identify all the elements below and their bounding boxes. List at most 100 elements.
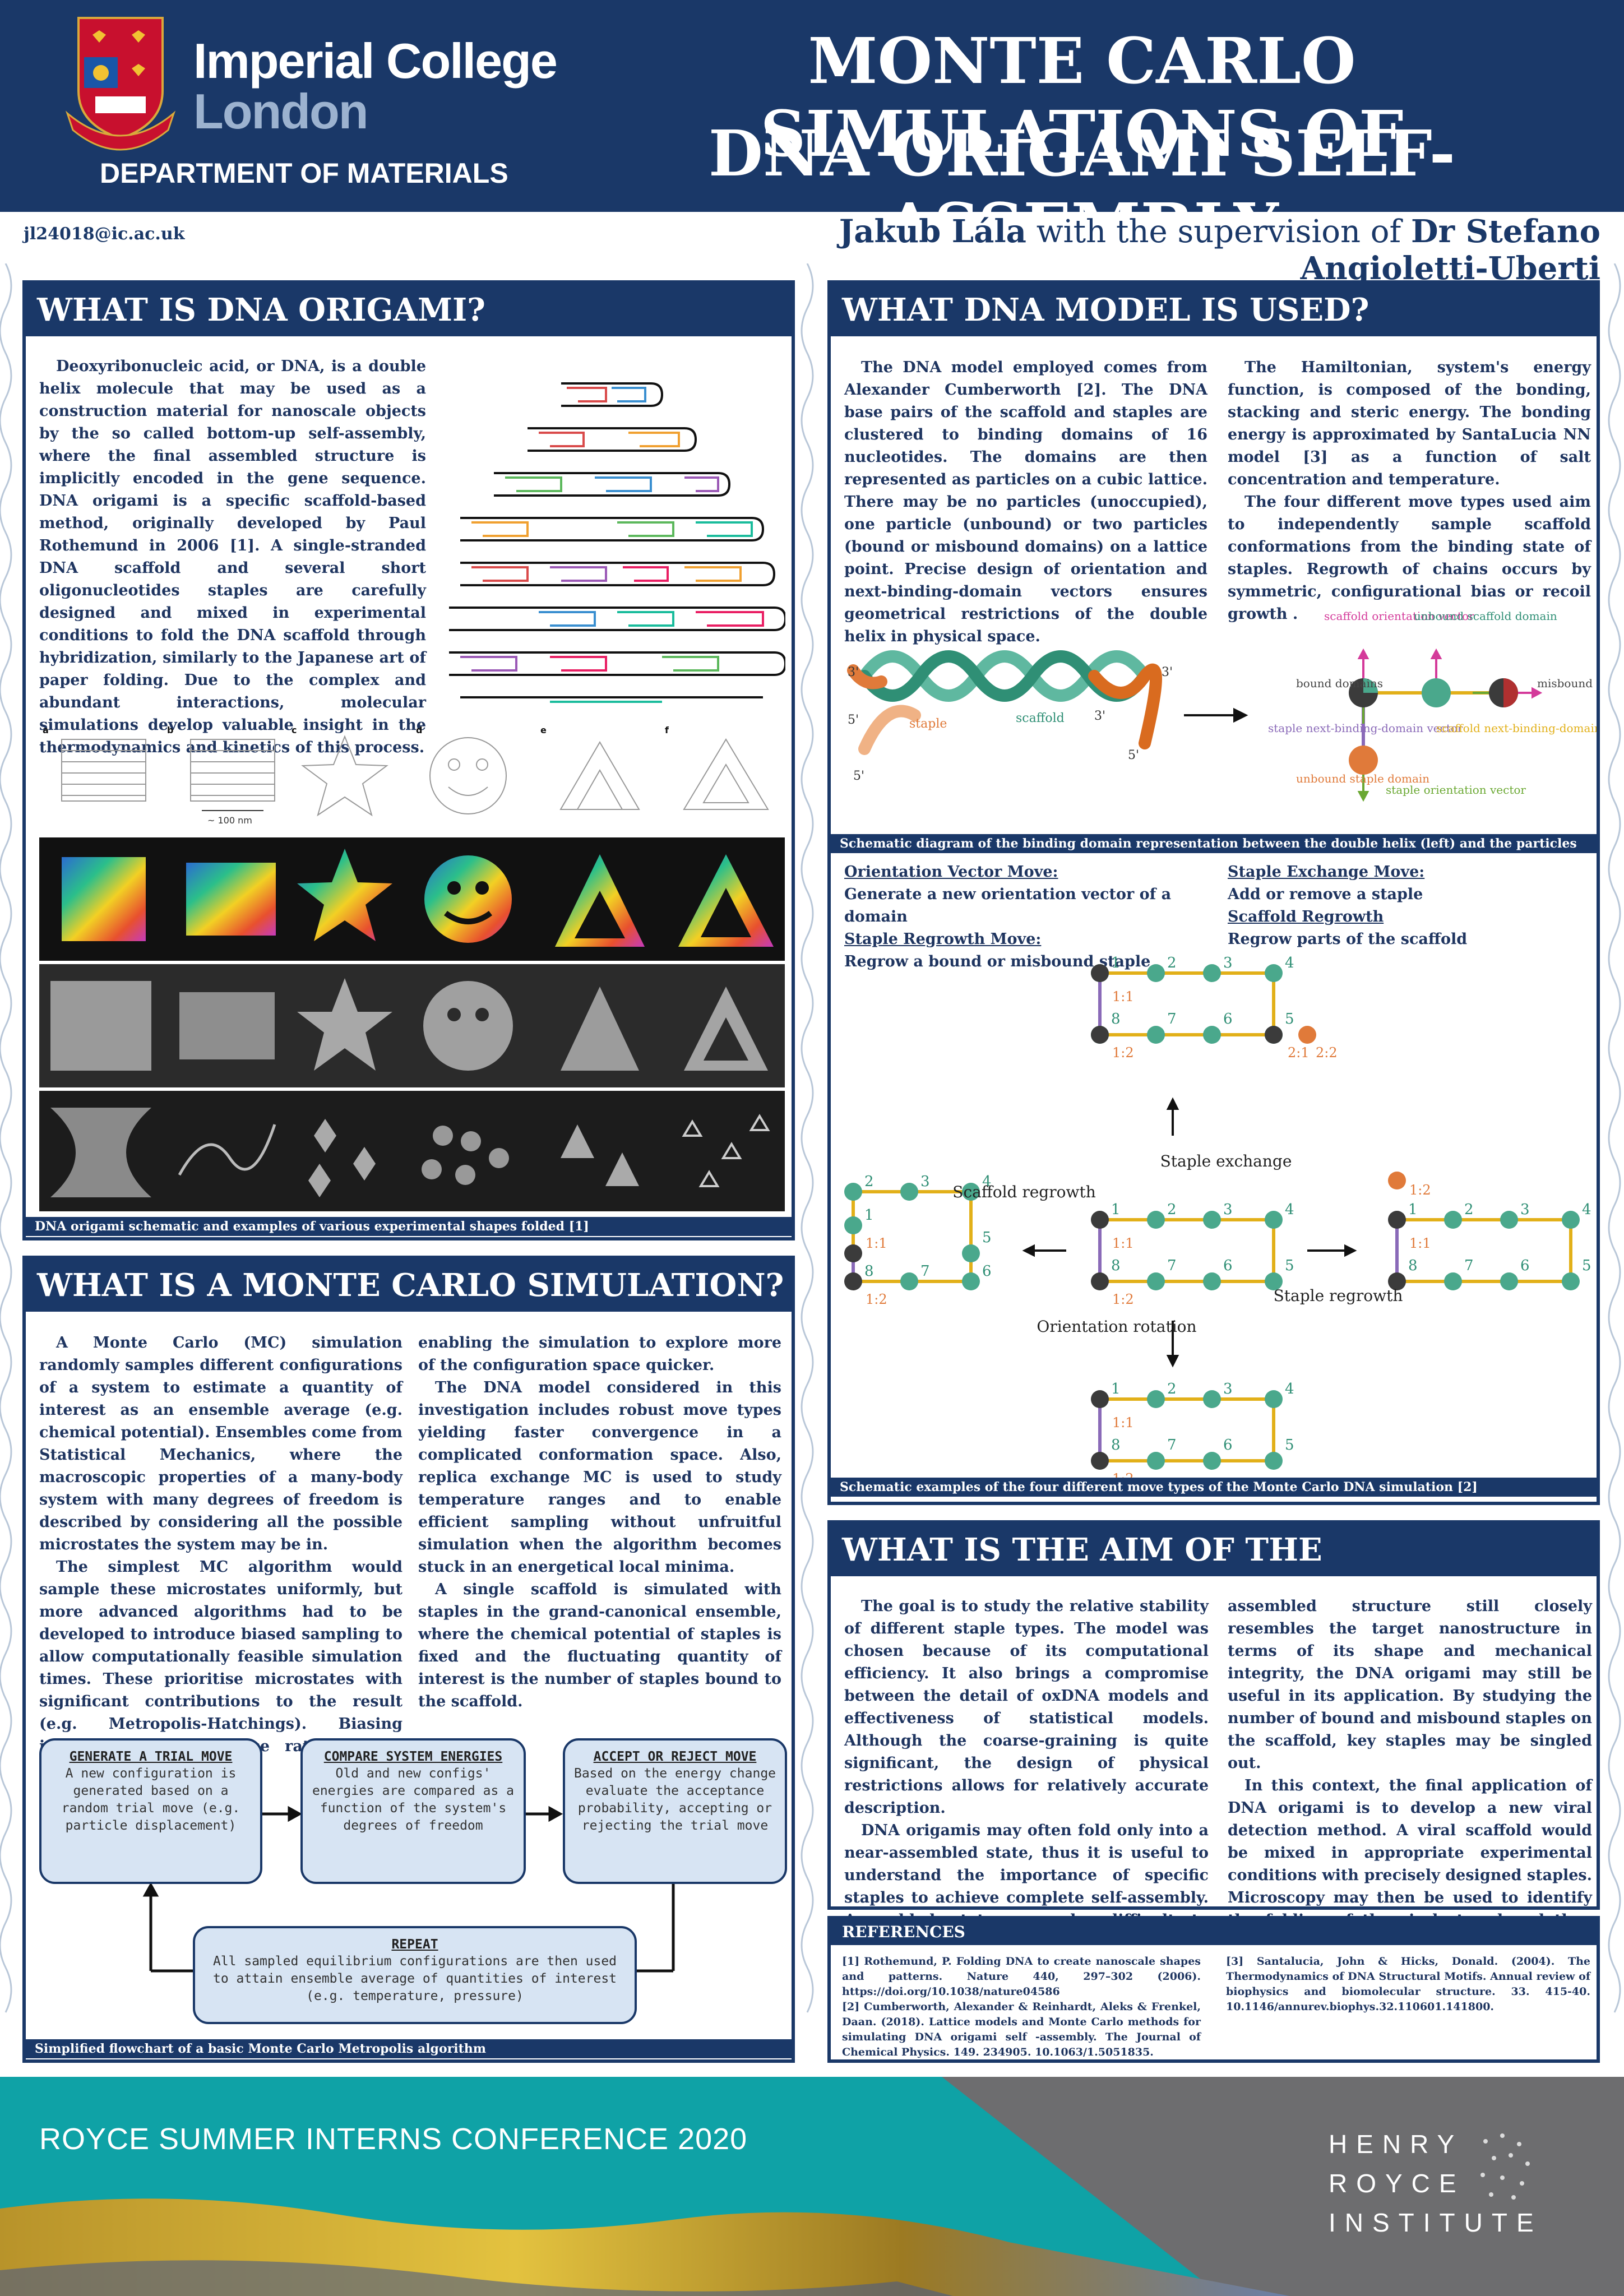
aim-panel: WHAT IS THE AIM OF THE INVESTIGATION? Th… (827, 1520, 1600, 1951)
montecarlo-col1: A Monte Carlo (MC) simulation randomly s… (39, 1332, 402, 1780)
montecarlo-caption: Simplified flowchart of a basic Monte Ca… (26, 2039, 792, 2058)
arrow-label-scaffold-regrowth: Scaffold regrowth (952, 1183, 1095, 1201)
model-col2: The Hamiltonian, system's energy functio… (1228, 357, 1591, 626)
model-col1-p1: The DNA model employed comes from Alexan… (844, 359, 1207, 645)
moves-right: Staple Exchange Move: Add or remove a st… (1228, 861, 1592, 951)
node-5: 5 (1285, 1437, 1294, 1453)
node-7: 7 (920, 1263, 930, 1280)
node-4: 4 (1285, 1201, 1294, 1218)
model-heading: WHAT DNA MODEL IS USED? (831, 284, 1597, 336)
node-7: 7 (1167, 1257, 1177, 1274)
node-3: 3 (1223, 1381, 1233, 1397)
flow-repeat-box: REPEAT All sampled equilibrium configura… (193, 1926, 637, 2024)
node-8: 8 (1111, 1437, 1121, 1453)
node-7: 7 (1464, 1257, 1474, 1274)
origami-scaffold-diagram (449, 382, 785, 703)
references-col2: [3] Santalucia, John & Hicks, Donald. (2… (1226, 1954, 1590, 2015)
author-name: Jakub Lála (839, 213, 1026, 250)
references-heading: REFERENCES (831, 1919, 1597, 1945)
move-staple-regrowth-title: Staple Regrowth Move: (844, 931, 1042, 948)
ratio-1-1: 1:1 (1409, 1235, 1431, 1251)
montecarlo-heading: WHAT IS A MONTE CARLO SIMULATION? (26, 1259, 792, 1312)
reference-3: [3] Santalucia, John & Hicks, Donald. (2… (1226, 1955, 1590, 2013)
node-6: 6 (1223, 1011, 1233, 1027)
node-5: 5 (982, 1229, 992, 1246)
move-scaffold-regrowth-text: Regrow parts of the scaffold (1228, 931, 1468, 948)
left-dna-strip (0, 263, 12, 2013)
node-2: 2 (1464, 1201, 1474, 1218)
aim-col1: The goal is to study the relative stabil… (844, 1595, 1209, 1954)
ratio-1-1: 1:1 (1112, 1415, 1134, 1431)
royce-line-1: HENRY (1329, 2130, 1464, 2159)
reference-2: [2] Cumberworth, Alexander & Reinhardt, … (842, 2001, 1201, 2058)
origami-text: Deoxyribonucleic acid, or DNA, is a doub… (39, 355, 426, 759)
node-2: 2 (1167, 1201, 1177, 1218)
ratio-1-1: 1:1 (1112, 989, 1134, 1004)
node-4: 4 (1285, 955, 1294, 971)
origami-panel: WHAT IS DNA ORIGAMI? Deoxyribonucleic ac… (22, 280, 795, 1240)
node-2: 2 (1167, 955, 1177, 971)
authors-line: Jakub Lála with the supervision of Dr St… (650, 213, 1600, 287)
department-label: DEPARTMENT OF MATERIALS (100, 158, 508, 189)
flow-accept-title: ACCEPT OR REJECT MOVE (593, 1749, 757, 1764)
montecarlo-panel: WHAT IS A MONTE CARLO SIMULATION? A Mont… (22, 1256, 795, 2063)
panel-letter-f: f (665, 725, 669, 735)
node-7: 7 (1167, 1437, 1177, 1453)
panel-letter-e: e (540, 725, 547, 735)
ratio-1-2: 1:2 (1112, 1045, 1134, 1061)
ratio-2-2: 2:2 (1316, 1045, 1338, 1061)
poster-title-line1: MONTE CARLO SIMULATIONS OF (760, 25, 1404, 171)
node-3: 3 (1223, 1201, 1233, 1218)
label-scaffold-orientation: scaffold orientation vector (1324, 609, 1474, 623)
right-dna-strip (1608, 263, 1621, 2013)
royce-line-2: ROYCE (1329, 2169, 1465, 2198)
node-3: 3 (920, 1173, 930, 1190)
move-scaffold-regrowth-title: Scaffold Regrowth (1228, 908, 1384, 925)
node-8: 8 (1111, 1257, 1121, 1274)
node-4: 4 (1582, 1201, 1591, 1218)
node-1: 1 (1408, 1201, 1418, 1218)
header-banner (0, 0, 1624, 212)
panel-letter-d: d (416, 725, 422, 735)
node-2: 2 (864, 1173, 874, 1190)
footer-grey-block (942, 2077, 1624, 2296)
move-orientation-title: Orientation Vector Move: (844, 863, 1058, 881)
logo-text-london: London (193, 84, 369, 139)
ratio-1-2: 1:2 (1112, 1292, 1134, 1307)
label-unbound-scaffold: unbound scaffold domain (1414, 609, 1557, 623)
node-4: 4 (1285, 1381, 1294, 1397)
ratio-1-2: 1:2 (1112, 1471, 1134, 1478)
node-6: 6 (1223, 1437, 1233, 1453)
origami-afm-images-2 (39, 1091, 785, 1211)
node-6: 6 (1223, 1257, 1233, 1274)
helix-label-staple: staple (909, 717, 947, 731)
helix-label-5prime-left: 5' (848, 713, 859, 727)
flow-compare-text: Old and new configs' energies are compar… (312, 1766, 515, 1833)
node-2: 2 (1167, 1381, 1177, 1397)
email-link[interactable]: jl24018@ic.ac.uk (24, 224, 185, 244)
moves-left: Orientation Vector Move: Generate a new … (844, 861, 1209, 973)
aim-heading: WHAT IS THE AIM OF THE INVESTIGATION? (831, 1524, 1597, 1621)
ratio-1-2: 1:2 (866, 1292, 887, 1307)
montecarlo-col2-p1: enabling the simulation to explore more … (418, 1334, 781, 1374)
node-5: 5 (1582, 1257, 1591, 1274)
arrow-label-staple-exchange: Staple exchange (1160, 1152, 1292, 1170)
logo-text-imperial: Imperial College (193, 33, 558, 89)
label-scaffold-next: scaffold next-binding-domain vector (1436, 721, 1597, 735)
node-7: 7 (1167, 1011, 1177, 1027)
move-staple-exchange-text: Add or remove a staple (1228, 886, 1423, 903)
flow-accept-box: ACCEPT OR REJECT MOVE Based on the energ… (563, 1738, 787, 1884)
references-col1: [1] Rothemund, P. Folding DNA to create … (842, 1954, 1201, 2060)
center-dna-strip (801, 263, 814, 2013)
flow-repeat-text: All sampled equilibrium configurations a… (212, 1954, 617, 2003)
royce-logo-text: HENRY ROYCE INSTITUTE (1329, 2124, 1543, 2242)
origami-caption: DNA origami schematic and examples of va… (26, 1217, 792, 1236)
crest-logo (65, 17, 176, 151)
aim-col1-p1: The goal is to study the relative stabil… (844, 1598, 1209, 1817)
helix-label-3prime-left: 3' (848, 665, 859, 679)
conference-label: ROYCE SUMMER INTERNS CONFERENCE 2020 (39, 2122, 748, 2156)
montecarlo-col1-p1: A Monte Carlo (MC) simulation randomly s… (39, 1334, 402, 1553)
